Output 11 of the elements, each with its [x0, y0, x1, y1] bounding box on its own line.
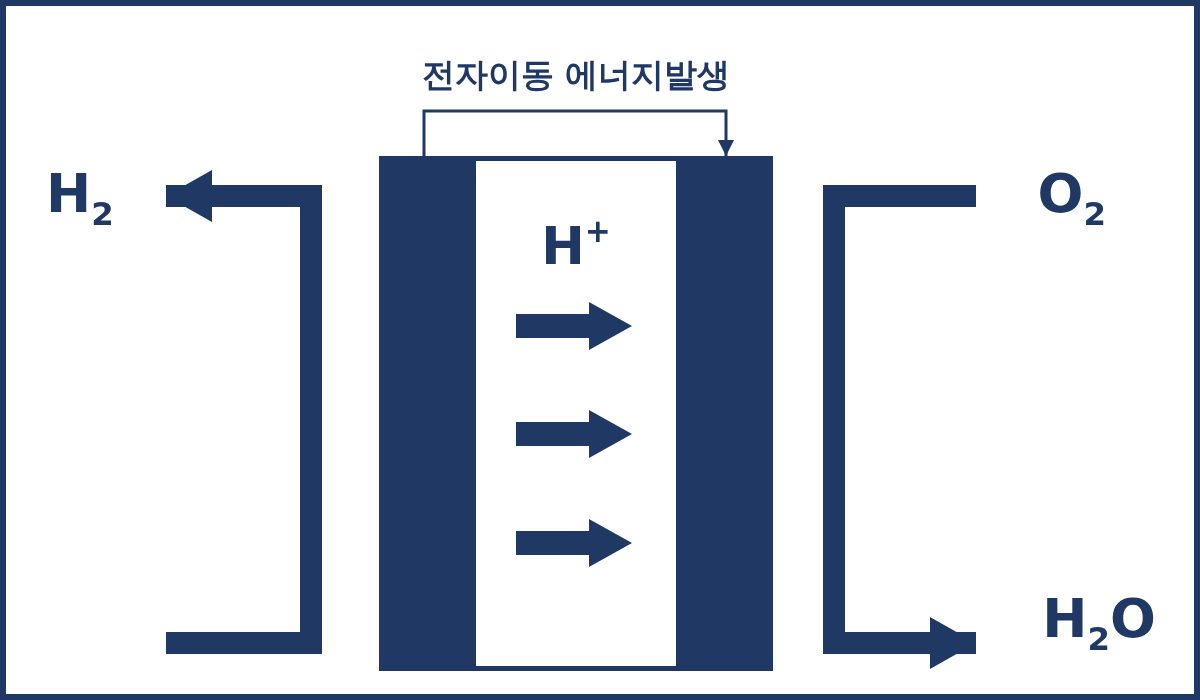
arrow [823, 185, 976, 669]
formula-text: H$_{2}$O [1042, 591, 1156, 656]
arrow [422, 109, 734, 156]
arrow [166, 170, 322, 654]
formula-text: O$_{2}$ [1037, 166, 1106, 231]
electrode-bar [676, 156, 773, 671]
formula-text: H$_{2}$ [46, 166, 114, 231]
edge-label: 전자이동 에너지발생 [421, 58, 731, 91]
formula-text: H$^{+}$ [541, 216, 611, 272]
membrane-box [476, 156, 676, 671]
electrode-bar [379, 156, 476, 671]
